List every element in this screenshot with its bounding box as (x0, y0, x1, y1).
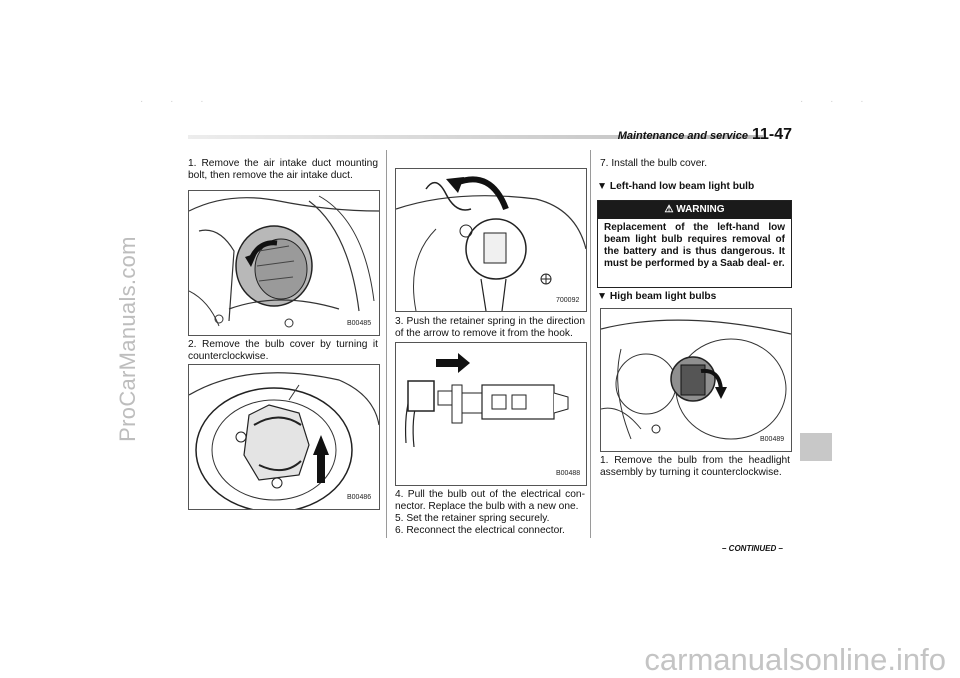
step-1-text: 1. Remove the air intake duct mounting b… (188, 158, 378, 182)
step-7-text: 7. Install the bulb cover. (600, 158, 708, 169)
warning-text: Replacement of the left-hand low beam li… (604, 222, 785, 269)
figure-4-code: B00488 (556, 470, 581, 477)
figure-retainer-spring (395, 168, 587, 312)
figure-air-intake (188, 190, 380, 336)
figure-1-code: B00485 (347, 320, 372, 327)
continued-label: – CONTINUED – (722, 544, 783, 553)
heading-high-beam: ▼ High beam light bulbs (597, 291, 717, 302)
column-divider-1 (386, 150, 387, 538)
heading-low-beam: ▼ Left-hand low beam light bulb (597, 181, 755, 192)
step-5-text: 5. Set the retainer spring securely. (395, 513, 550, 524)
figure-high-beam (600, 308, 792, 452)
column-divider-2 (590, 150, 591, 538)
step-4-text: 4. Pull the bulb out of the electrical c… (395, 489, 585, 513)
corner-dots-right: · · · (800, 96, 876, 107)
corner-dots-left: · · · (140, 96, 216, 107)
chapter-tab (800, 433, 832, 461)
warning-title: WARNING (676, 204, 725, 215)
step-2-text: 2. Remove the bulb cover by turning it c… (188, 339, 378, 363)
step-3-text: 3. Push the retainer spring in the direc… (395, 316, 585, 340)
figure-bulb-cover (188, 364, 380, 510)
side-watermark: ProCarManuals.com (115, 236, 140, 442)
figure-2-code: B00486 (347, 494, 372, 501)
figure-3-code: 700092 (556, 297, 580, 304)
warning-triangle-icon: ⚠ (664, 204, 674, 215)
figure-bulb-removal (395, 342, 587, 486)
figure-5-code: B00489 (760, 436, 785, 443)
warning-box: ⚠ WARNING Replacement of the left-hand l… (597, 200, 792, 288)
section-title: Maintenance and service (617, 130, 748, 142)
header-rule (188, 135, 763, 139)
bottom-watermark: carmanualsonline.info (644, 642, 946, 677)
step-6-text: 6. Reconnect the electrical connector. (395, 525, 565, 536)
page-number: 11-47 (751, 126, 792, 143)
warning-header: ⚠ WARNING (598, 201, 791, 219)
step-1b-text: 1. Remove the bulb from the headlight as… (600, 455, 790, 479)
